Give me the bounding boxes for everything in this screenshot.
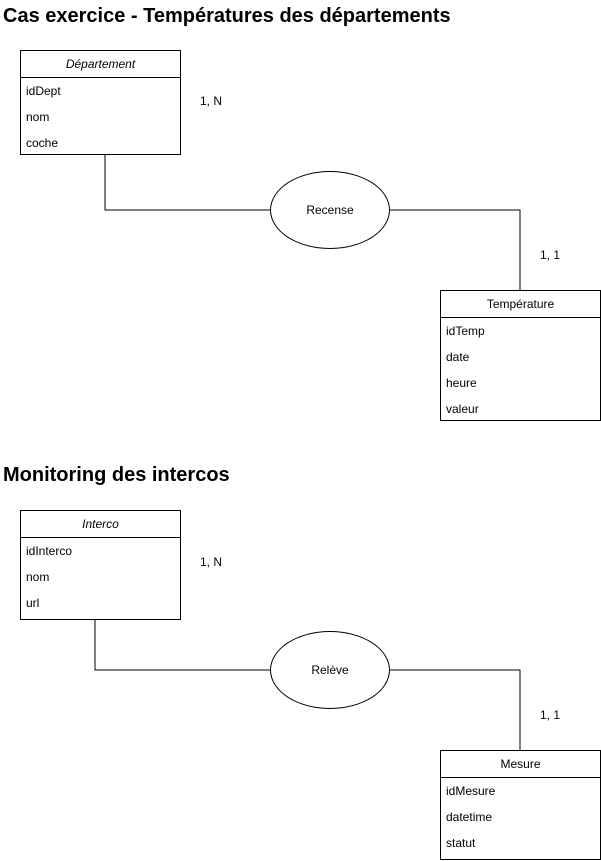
attribute-nom: nom [26,570,50,584]
entity-mesure[interactable]: Mesure idMesure datetime statut [440,750,601,860]
attribute-date: date [446,350,470,364]
attribute-url: url [26,596,40,610]
attribute-heure: heure [446,376,477,390]
attribute-nom: nom [26,110,50,124]
attribute-idtemp: idTemp [446,324,485,338]
attribute-valeur: valeur [446,402,479,416]
cardinality-departement: 1, N [200,94,223,108]
attribute-idinterco: idInterco [26,544,73,558]
attribute-idmesure: idMesure [446,784,496,798]
connector-interco-releve [94,620,270,671]
cardinality-temperature: 1, 1 [540,248,561,262]
entity-interco-name: Interco [21,511,180,538]
attribute-coche: coche [26,136,59,150]
diagram1-title: Cas exercice - Températures des départem… [3,5,451,27]
relation-recense-label: Recense [306,203,354,217]
relation-releve[interactable]: Relève [270,631,390,709]
connector-recense-temperature [390,209,521,290]
attribute-datetime: datetime [446,810,493,824]
relation-releve-label: Relève [311,663,349,677]
entity-interco[interactable]: Interco idInterco nom url [20,510,181,620]
entity-temperature[interactable]: Température idTemp date heure valeur [440,290,601,421]
diagram2-title: Monitoring des intercos [3,464,230,486]
cardinality-mesure: 1, 1 [540,708,561,722]
attribute-iddept: idDept [26,84,61,98]
entity-departement[interactable]: Département idDept nom coche [20,50,181,155]
connector-releve-mesure [390,669,521,750]
entity-departement-name: Département [21,51,180,78]
entity-temperature-name: Température [441,291,600,318]
entity-mesure-name: Mesure [441,751,600,778]
relation-recense[interactable]: Recense [270,171,390,249]
cardinality-interco: 1, N [200,555,223,569]
attribute-statut: statut [446,836,476,850]
connector-departement-recense [104,155,270,211]
